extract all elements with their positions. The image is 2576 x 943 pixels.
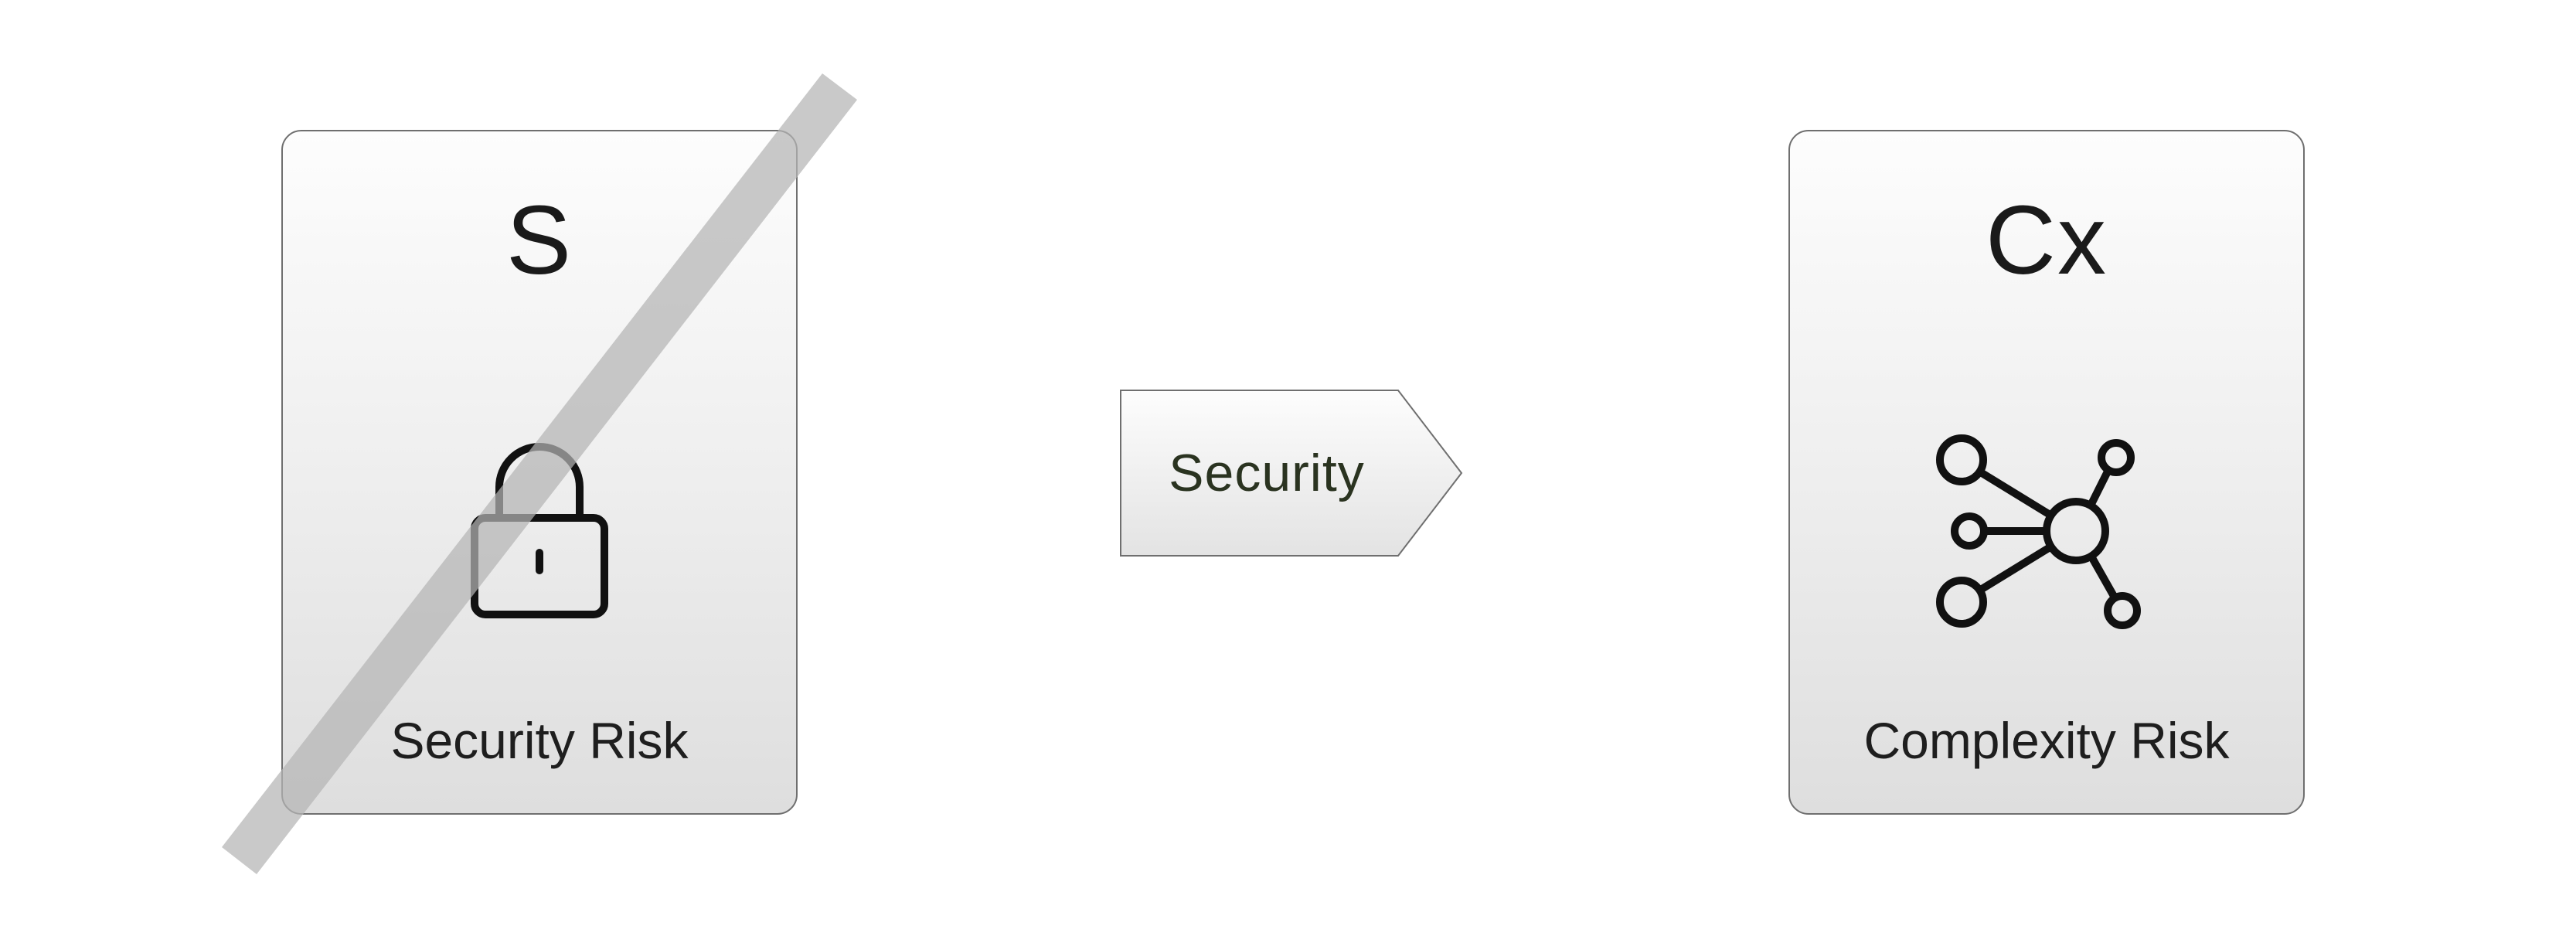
padlock-icon	[471, 443, 608, 618]
security-symbol: S	[505, 186, 573, 294]
complexity-risk-card: Cx Complexity Risk	[1788, 130, 2305, 815]
complexity-risk-label: Complexity Risk	[1863, 712, 2230, 769]
network-nodes-icon	[1936, 434, 2141, 629]
complexity-symbol: Cx	[1986, 186, 2108, 294]
security-risk-card: S Security Risk	[281, 130, 798, 815]
security-risk-label: Security Risk	[390, 712, 689, 769]
security-arrow-shape	[1120, 390, 1463, 557]
security-arrow-label: Security	[1169, 444, 1365, 502]
